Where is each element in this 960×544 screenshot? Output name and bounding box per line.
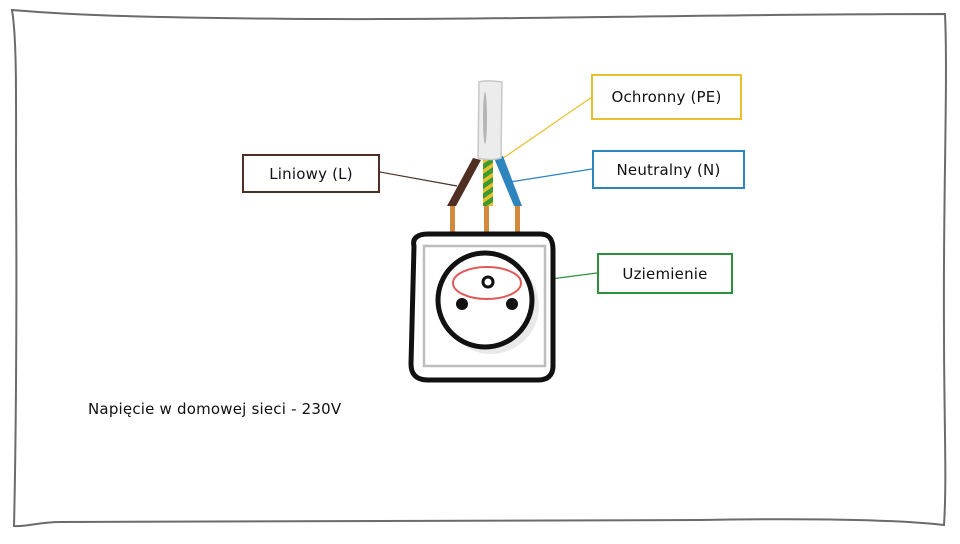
copper-conductors xyxy=(450,204,520,234)
sketch-frame xyxy=(10,8,947,528)
label-neutral-text: Neutralny (N) xyxy=(616,160,721,179)
label-protective: Ochronny (PE) xyxy=(591,74,742,120)
leader-line-line xyxy=(379,171,458,187)
cable-sheath xyxy=(477,80,503,161)
copper-protective xyxy=(484,204,489,234)
label-ground: Uziemienie xyxy=(597,253,733,294)
label-protective-text: Ochronny (PE) xyxy=(611,88,722,106)
label-line-text: Liniowy (L) xyxy=(269,164,353,183)
wall-socket xyxy=(408,231,556,383)
ground-pin xyxy=(481,275,495,289)
ground-highlight xyxy=(452,266,522,300)
label-neutral: Neutralny (N) xyxy=(592,150,745,189)
voltage-caption: Napięcie w domowej sieci - 230V xyxy=(88,400,342,418)
wire-neutral xyxy=(494,156,522,206)
socket-face xyxy=(435,250,535,350)
socket-hole-left xyxy=(456,298,468,310)
copper-line xyxy=(450,204,455,234)
label-line: Liniowy (L) xyxy=(242,154,380,193)
leader-line-protective xyxy=(495,96,593,164)
socket-hole-right xyxy=(506,298,518,310)
label-ground-text: Uziemienie xyxy=(622,264,708,283)
copper-neutral xyxy=(515,204,520,234)
wire-line xyxy=(447,158,481,206)
leader-line-neutral xyxy=(509,168,593,183)
wire-protective xyxy=(483,158,493,206)
